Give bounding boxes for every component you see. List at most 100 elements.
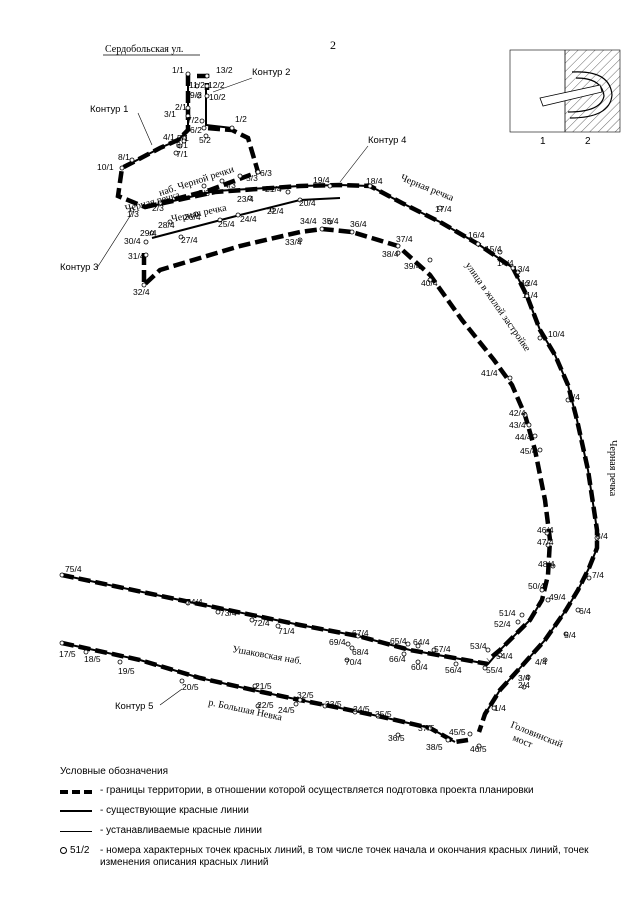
point-marker-p3_4: [525, 674, 531, 680]
point-label-p74_4: 74/4: [186, 597, 203, 607]
legend-item-points: 51/2 - номера характерных точек красных …: [60, 845, 630, 869]
point-label-p60_4: 60/4: [411, 662, 428, 672]
point-label-p26_4: 26/4: [184, 212, 201, 222]
point-label-p51_4: 51/4: [499, 608, 516, 618]
point-label-p20_5: 20/5: [182, 682, 199, 692]
point-marker-p1_3: [129, 207, 135, 213]
inset-label-1: 1: [540, 136, 546, 147]
point-label-p3_3: 3/3: [198, 188, 210, 198]
point-label-p35_4: 35/4: [322, 216, 339, 226]
point-marker-p37_5: [427, 725, 433, 731]
point-marker-p2_2: [157, 200, 163, 206]
point-label-p49_4: 49/4: [549, 592, 566, 602]
point-label-p12_4: 12/4: [521, 278, 538, 288]
river-chernaya-rechka-top: Черная речка: [399, 173, 456, 204]
red-lines-map: 2 1 2: [59, 38, 621, 754]
point-marker-p38_4: [395, 250, 401, 256]
point-label-p27_4: 27/4: [181, 235, 198, 245]
point-label-p6_3: 6/3: [260, 168, 272, 178]
point-marker-p32_5: [297, 697, 303, 703]
point-marker-p21_5: [252, 683, 258, 689]
point-label-p2_2: 2/3: [152, 203, 164, 213]
page-number: 2: [330, 38, 336, 52]
contour-5-label: Контур 5: [115, 701, 153, 712]
point-marker-p3_3: [201, 183, 207, 189]
legend-item-text: - номера характерных точек красных линий…: [100, 845, 589, 868]
point-marker-p16_4: [475, 241, 481, 247]
point-marker-p51_4: [519, 612, 525, 618]
point-marker-p45_4: [537, 447, 543, 453]
point-label-p30_4: 30/4: [124, 236, 141, 246]
point-label-p39_4: 39/4: [404, 261, 421, 271]
point-marker-p42_4: [522, 412, 528, 418]
point-label-p6_4: 6/4: [579, 606, 591, 616]
point-marker-p12_2: [204, 83, 210, 89]
point-marker-p44_4: [532, 433, 538, 439]
point-label-p18_5: 18/5: [84, 654, 101, 664]
point-label-p19_4: 19/4: [313, 175, 330, 185]
street-serdobolskaya: Сердобольская ул.: [105, 44, 183, 55]
point-label-p17_5: 17/5: [59, 649, 76, 659]
point-label-p16_4: 16/4: [468, 230, 485, 240]
point-label-p68_4: 68/4: [352, 647, 369, 657]
point-label-p47_4: 47/4: [537, 537, 554, 547]
point-marker-p27_4: [178, 234, 184, 240]
point-marker-p38_5: [445, 737, 451, 743]
point-marker-p60_4: [415, 659, 421, 665]
point-label-p34_5: 34/5: [353, 704, 370, 714]
point-label-p24_5: 24/5: [278, 705, 295, 715]
point-marker-p2_4: [521, 684, 527, 690]
legend-item-existing: - существующие красные линии: [60, 805, 630, 817]
point-marker-p32_4: [141, 282, 147, 288]
point-marker-p49_4: [545, 597, 551, 603]
point-marker-p52_4: [515, 619, 521, 625]
point-marker-p5_4: [563, 631, 569, 637]
point-marker-p5_2: [203, 133, 209, 139]
point-label-p5_2: 5/2: [199, 135, 211, 145]
point-label-p8_1: 8/1: [118, 152, 130, 162]
point-marker-p11_2: [194, 83, 200, 89]
point-label-p10_4: 10/4: [548, 329, 565, 339]
point-label-p32_4: 32/4: [133, 287, 150, 297]
point-marker-p1_1: [185, 71, 191, 77]
point-label-p7_2: 7/2: [187, 115, 199, 125]
point-label-p53_4: 53/4: [470, 641, 487, 651]
point-label-p29_4: 29/4: [140, 228, 157, 238]
point-marker-p9_4: [565, 397, 571, 403]
legend-point-label: 51/2: [70, 845, 90, 856]
point-marker-p10_2: [204, 93, 210, 99]
point-label-p55_4: 55/4: [486, 665, 503, 675]
point-marker-p8_1: [129, 157, 135, 163]
point-marker-p68_4: [349, 645, 355, 651]
point-marker-p8_4: [594, 535, 600, 541]
point-label-p33_5: 33/5: [325, 699, 342, 709]
point-label-p64_4: 64/4: [413, 637, 430, 647]
point-label-p67_4: 67/4: [352, 628, 369, 638]
point-label-p8_4: 8/4: [596, 531, 608, 541]
point-marker-p31_4: [143, 252, 149, 258]
point-label-p37_5: 37/5: [418, 723, 435, 733]
point-marker-p46_5: [476, 743, 482, 749]
point-label-p5_4: 5/4: [564, 630, 576, 640]
solid-line-symbol: [60, 831, 92, 832]
point-marker-p14_4: [510, 265, 516, 271]
inset-label-2: 2: [585, 136, 591, 147]
point-marker-p2_1: [185, 105, 191, 111]
point-marker-p34_4: [319, 226, 325, 232]
point-marker-p50_4: [539, 587, 545, 593]
point-label-p1_2: 1/2: [235, 114, 247, 124]
point-marker-p4_4: [542, 657, 548, 663]
point-marker-p19_5: [117, 659, 123, 665]
point-marker-p4_3: [219, 178, 225, 184]
point-label-p36_4: 36/4: [350, 219, 367, 229]
point-label-p17_4: 17/4: [435, 204, 452, 214]
point-label-p21_4: 21/4: [265, 184, 282, 194]
point-marker-p10_1: [119, 165, 125, 171]
point-label-p6_1: 6/1: [176, 140, 188, 150]
point-label-p6_2: 6/2: [190, 125, 202, 135]
point-label-p72_4: 72/4: [253, 618, 270, 628]
point-marker-p5_3: [237, 173, 243, 179]
point-label-p4_3: 4/3: [224, 180, 236, 190]
point-marker-p75_4: [59, 572, 65, 578]
point-label-p43_4: 43/4: [509, 420, 526, 430]
